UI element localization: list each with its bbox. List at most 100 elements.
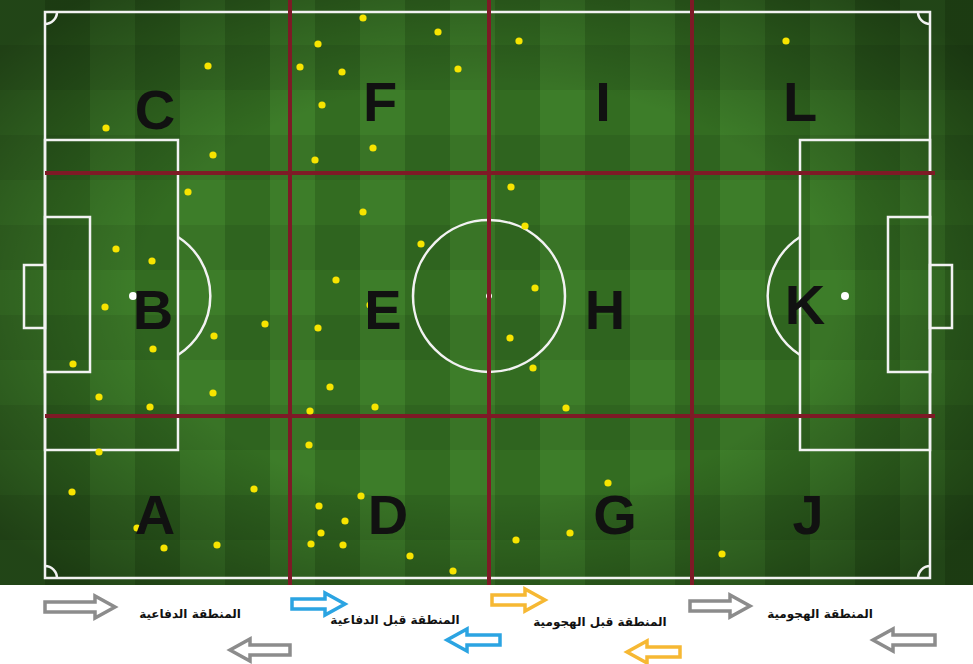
ball-dot bbox=[338, 68, 345, 75]
ball-dot bbox=[95, 448, 102, 455]
zone: A bbox=[131, 485, 179, 545]
ball-dot bbox=[149, 345, 156, 352]
zone-letter: I bbox=[591, 72, 615, 132]
ball-dot bbox=[454, 65, 461, 72]
zone-name: المنطقة قبل الدفاعية bbox=[330, 613, 459, 627]
ball-dot bbox=[332, 276, 339, 283]
ball-dot bbox=[529, 364, 536, 371]
goal-box bbox=[45, 217, 90, 372]
corner-arc bbox=[918, 566, 930, 578]
direction-arrow bbox=[873, 629, 935, 651]
zone-divider bbox=[690, 0, 694, 585]
ball-dot bbox=[326, 383, 333, 390]
direction-arrow bbox=[627, 641, 680, 663]
direction-arrow bbox=[690, 595, 750, 617]
zone: D bbox=[364, 485, 412, 545]
ball-dot bbox=[146, 403, 153, 410]
ball-dot bbox=[148, 257, 155, 264]
ball-dot bbox=[339, 541, 346, 548]
penalty-box bbox=[45, 140, 178, 450]
zone-letter: L bbox=[779, 72, 821, 132]
ball-dot bbox=[718, 550, 725, 557]
ball-dot bbox=[184, 188, 191, 195]
goal bbox=[24, 265, 45, 328]
zone-letter: J bbox=[788, 485, 827, 545]
ball-dot bbox=[296, 63, 303, 70]
corner-arc bbox=[45, 566, 57, 578]
zone: B bbox=[129, 280, 177, 340]
ball-dot bbox=[102, 124, 109, 131]
zone-letter: A bbox=[131, 485, 179, 545]
zone-letter: B bbox=[129, 280, 177, 340]
zone: F bbox=[359, 72, 401, 132]
zone-letter: D bbox=[364, 485, 412, 545]
ball-dot bbox=[69, 360, 76, 367]
zone-letter: G bbox=[589, 485, 641, 545]
ball-dot bbox=[506, 334, 513, 341]
zone: E bbox=[360, 280, 405, 340]
ball-dot bbox=[782, 37, 789, 44]
zone-name: المنطقة قبل الهجومية bbox=[533, 615, 666, 629]
ball-dot bbox=[305, 441, 312, 448]
ball-dot bbox=[449, 567, 456, 574]
ball-dot bbox=[562, 404, 569, 411]
ball-dot bbox=[311, 156, 318, 163]
corner-arc bbox=[45, 12, 57, 24]
ball-dot bbox=[359, 14, 366, 21]
zone-divider bbox=[45, 414, 935, 418]
ball-dot bbox=[507, 183, 514, 190]
ball-dot bbox=[357, 492, 364, 499]
ball-dot bbox=[204, 62, 211, 69]
zone-grid bbox=[45, 0, 935, 585]
zone-divider bbox=[45, 171, 935, 175]
zone: J bbox=[788, 485, 827, 545]
direction-arrow bbox=[45, 596, 115, 618]
zone: I bbox=[591, 72, 615, 132]
ball-dot bbox=[515, 37, 522, 44]
ball-dot bbox=[160, 544, 167, 551]
corner-arc bbox=[918, 12, 930, 24]
zone-letter: F bbox=[359, 72, 401, 132]
ball-dot bbox=[314, 324, 321, 331]
goal bbox=[930, 265, 952, 328]
ball-dot bbox=[250, 485, 257, 492]
ball-dot bbox=[101, 303, 108, 310]
grass-shade bbox=[0, 0, 973, 585]
ball-dot bbox=[531, 284, 538, 291]
grass-vignette bbox=[0, 0, 973, 585]
zone-divider bbox=[288, 0, 292, 585]
ball-dot bbox=[341, 517, 348, 524]
ball-dot bbox=[209, 151, 216, 158]
ball-dot bbox=[317, 529, 324, 536]
ball-dot bbox=[315, 502, 322, 509]
ball-dot bbox=[68, 488, 75, 495]
ball-dot bbox=[112, 245, 119, 252]
goal-box bbox=[888, 217, 930, 372]
ball-dot bbox=[369, 144, 376, 151]
penalty-spot bbox=[841, 292, 849, 300]
direction-arrow bbox=[230, 639, 290, 661]
ball-dot bbox=[213, 541, 220, 548]
ball-dot bbox=[359, 208, 366, 215]
ball-dot bbox=[371, 403, 378, 410]
ball-dot bbox=[209, 389, 216, 396]
ball-dot bbox=[261, 320, 268, 327]
zone-letter: E bbox=[360, 280, 405, 340]
ball-dot bbox=[318, 101, 325, 108]
penalty-arc bbox=[178, 237, 210, 355]
ball-positions bbox=[68, 14, 789, 574]
ball-dot bbox=[434, 28, 441, 35]
ball-dot bbox=[307, 540, 314, 547]
ball-dot bbox=[521, 222, 528, 229]
zone: L bbox=[779, 72, 821, 132]
ball-dot bbox=[566, 529, 573, 536]
zone-name: المنطقة الدفاعية bbox=[139, 607, 241, 621]
zone-letter: H bbox=[581, 280, 629, 340]
ball-dot bbox=[95, 393, 102, 400]
grass bbox=[0, 0, 973, 585]
zone-name: المنطقة الهجومية bbox=[767, 607, 873, 621]
zone: C bbox=[131, 80, 179, 140]
ball-dot bbox=[314, 40, 321, 47]
ball-dot bbox=[512, 536, 519, 543]
ball-dot bbox=[210, 332, 217, 339]
